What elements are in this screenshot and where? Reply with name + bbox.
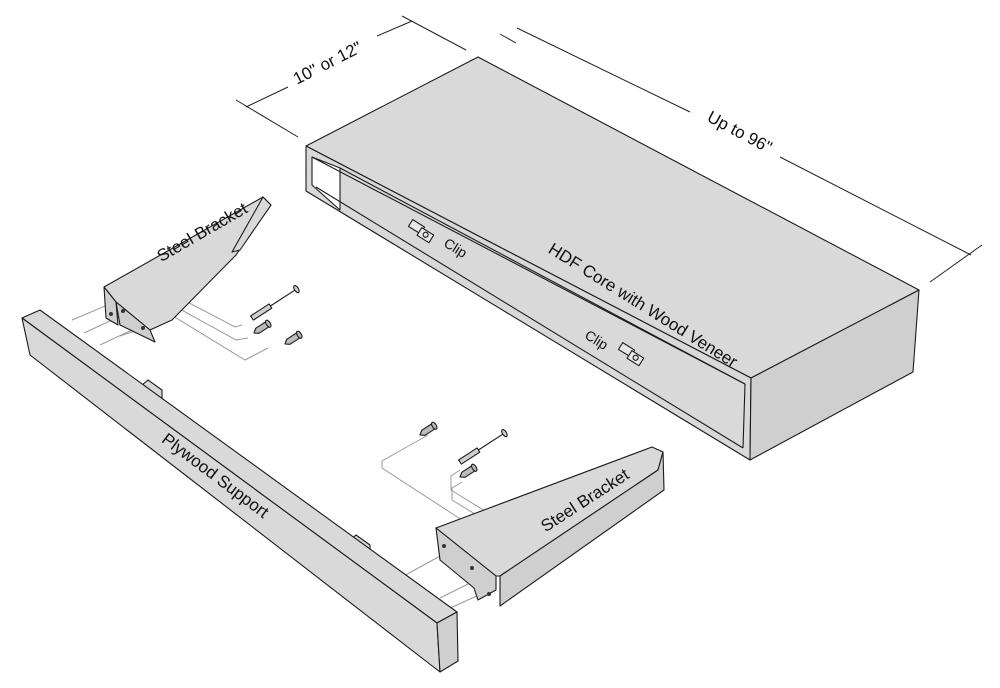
clip-icon xyxy=(617,342,645,367)
support-end-face xyxy=(436,611,459,673)
depth-dimension-label: 10" or 12" xyxy=(290,38,365,89)
shelf-front-top-edge xyxy=(311,156,746,385)
shelf-inner-edge-bottom xyxy=(315,186,744,449)
plywood-support: Plywood Support xyxy=(21,309,459,673)
bracket-hole xyxy=(121,309,125,313)
length-dimension-label: Up to 96" xyxy=(704,107,775,157)
anchor-screw-icon xyxy=(458,429,508,465)
extension-line-left xyxy=(235,99,299,138)
bracket-hole xyxy=(442,544,446,548)
bracket-hole xyxy=(487,592,491,596)
dimension-line-segment xyxy=(779,156,972,256)
bracket-flange-front xyxy=(115,301,156,343)
screw-icon xyxy=(253,319,272,334)
screw-icon xyxy=(284,330,303,345)
bracket-side-face xyxy=(499,451,665,607)
fasteners-left xyxy=(250,285,303,345)
dimension-line-segment xyxy=(376,20,413,37)
bracket-hole xyxy=(470,566,474,570)
screw-icon xyxy=(419,421,438,436)
shelf-end-face xyxy=(749,289,920,461)
dimension-line-segment xyxy=(245,86,289,108)
dimension-line-segment xyxy=(516,27,691,113)
shelf-inner-edge-end xyxy=(742,383,746,449)
fasteners-right xyxy=(419,421,508,478)
screw-icon xyxy=(459,463,478,478)
steel-bracket-right: Steel Bracket xyxy=(435,446,665,607)
shelf-hdf-core: HDF Core with Wood Veneer Clip Clip xyxy=(305,56,920,461)
bracket-side-face xyxy=(231,196,272,253)
extension-line-right xyxy=(401,15,467,51)
bracket-hole xyxy=(109,312,113,316)
extension-line-right xyxy=(929,244,983,283)
bracket-flange-front xyxy=(435,527,497,601)
anchor-screw-icon xyxy=(250,285,300,321)
extension-line-left xyxy=(499,33,517,44)
steel-bracket-left: Steel Bracket xyxy=(103,196,272,343)
bracket-flange-left xyxy=(103,286,119,326)
bracket-hole xyxy=(141,326,145,330)
clip-icon xyxy=(407,219,435,244)
